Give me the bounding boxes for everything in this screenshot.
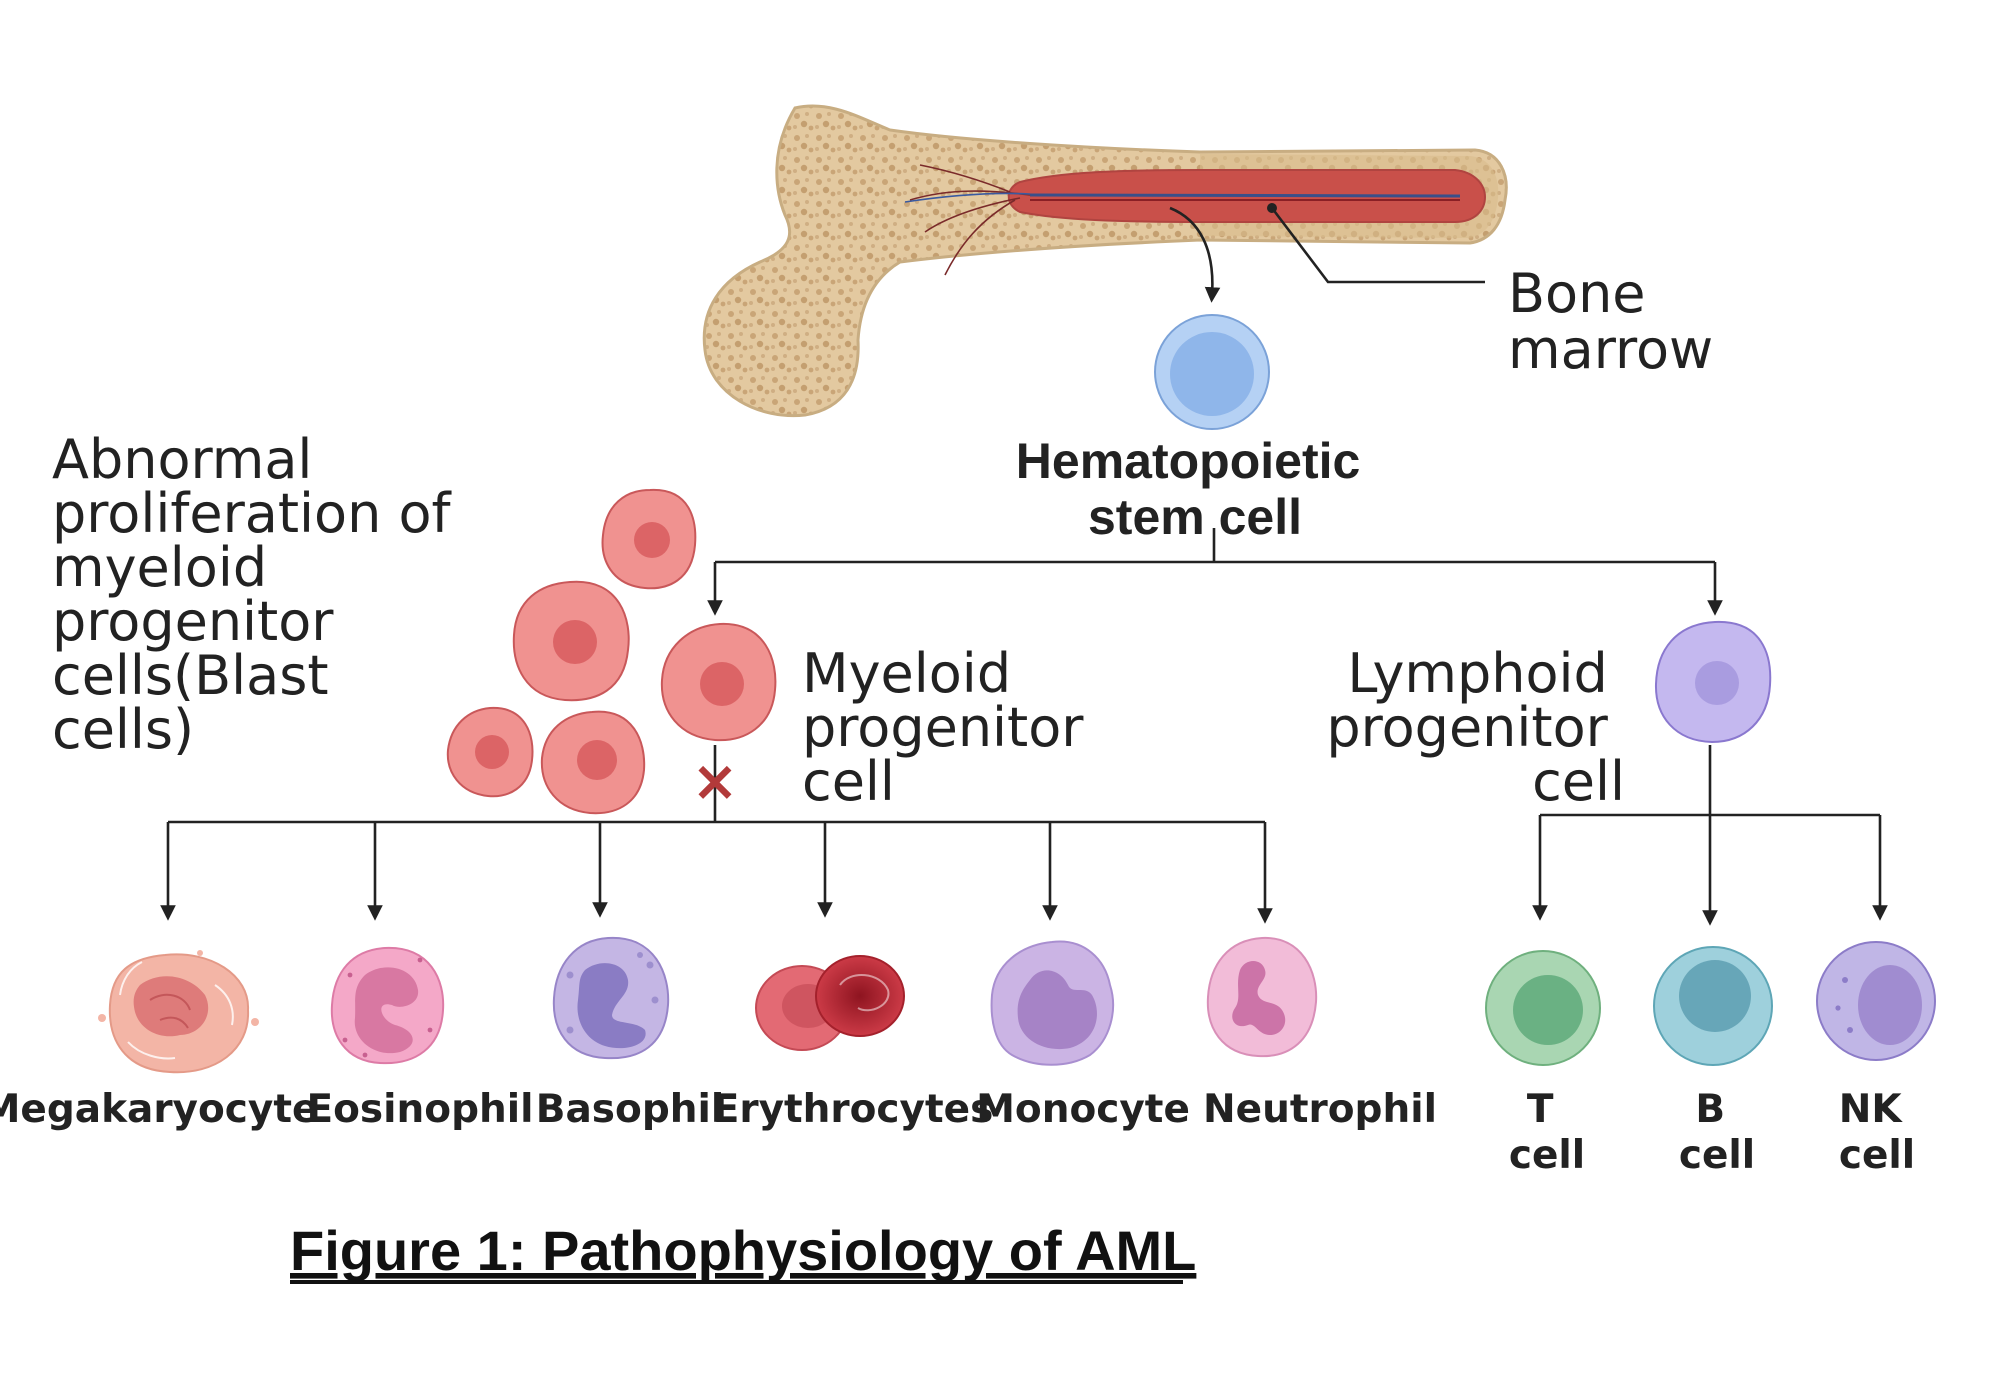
lymphoid-cell-labels: T cell B cell NK cell xyxy=(1509,1087,1915,1178)
basophil-cell xyxy=(552,936,670,1060)
erythrocytes-label: Erythrocytes xyxy=(713,1087,994,1132)
femur-bone-illustration xyxy=(702,104,1508,418)
t-cell-label: T cell xyxy=(1509,1087,1585,1178)
hematopoietic-stem-cell xyxy=(1154,314,1270,430)
megakaryocyte-label: Megakaryocyte xyxy=(0,1087,318,1132)
erythrocytes-cells xyxy=(755,955,905,1051)
myeloid-cell-labels: Megakaryocyte Eosinophil Basophil Erythr… xyxy=(0,1087,1437,1132)
lymphoid-progenitor-cell xyxy=(1654,620,1772,744)
blocked-differentiation-mark: × xyxy=(692,749,739,814)
basophil-label: Basophil xyxy=(536,1087,724,1132)
figure-title-underline xyxy=(290,1280,1183,1284)
b-cell-label: B cell xyxy=(1679,1087,1755,1178)
neutrophil-label: Neutrophil xyxy=(1203,1087,1437,1132)
blast-cells-label: Abnormal proliferation of myeloid progen… xyxy=(52,428,468,761)
myeloid-progenitor-label: Myeloid progenitor cell xyxy=(802,642,1101,813)
eosinophil-cell xyxy=(330,946,445,1065)
myeloid-branch-connector xyxy=(160,820,1273,924)
bone-marrow-pointer xyxy=(1267,203,1485,284)
monocyte-cell xyxy=(990,940,1114,1066)
figure-title: Figure 1: Pathophysiology of AML xyxy=(290,1219,1196,1282)
blast-cells-cluster xyxy=(446,488,777,815)
marrow-to-hsc-arrow xyxy=(1169,206,1221,303)
bone-marrow-label: Bone marrow xyxy=(1508,262,1713,381)
t-cell xyxy=(1485,950,1601,1066)
neutrophil-cell xyxy=(1206,936,1318,1058)
megakaryocyte-cell xyxy=(98,950,259,1074)
nk-cell xyxy=(1816,941,1936,1061)
lymphoid-progenitor-label: Lymphoid progenitor cell xyxy=(1326,642,1625,813)
hsc-branch-connector xyxy=(707,528,1723,616)
lymphoid-branch-connector xyxy=(1532,745,1888,926)
monocyte-label: Monocyte xyxy=(976,1087,1190,1132)
eosinophil-label: Eosinophil xyxy=(307,1087,534,1132)
hsc-label: Hematopoietic stem cell xyxy=(1016,433,1374,545)
b-cell xyxy=(1653,946,1773,1066)
nk-cell-label: NK cell xyxy=(1839,1087,1915,1178)
